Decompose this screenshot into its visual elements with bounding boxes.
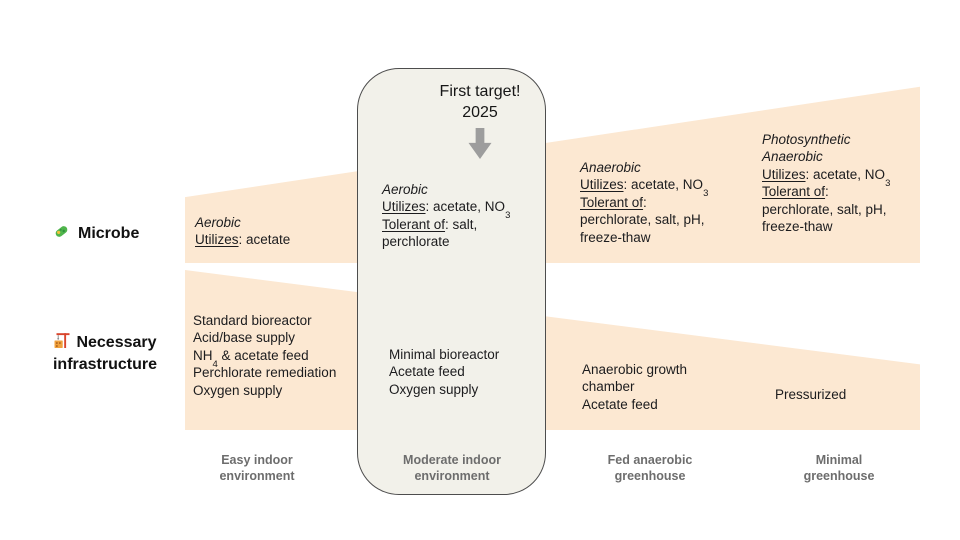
infrastructure-row-label-line1: Necessary [76,334,157,351]
card-title-line: First target! [439,83,521,100]
first-target-card [357,68,546,495]
infrastructure-row-label: Necessary infrastructure [28,331,182,375]
microbe-row-label: Microbe [52,222,139,246]
crane-icon [53,331,71,355]
microbe-row-label-text: Microbe [78,225,140,242]
card-title: First target! 2025 [0,81,960,123]
card-year: 2025 [462,104,498,121]
infrastructure-col-4-text: Pressurized [775,387,847,402]
microbe-icon [52,222,71,246]
infrastructure-row-label-line2: infrastructure [52,356,158,373]
